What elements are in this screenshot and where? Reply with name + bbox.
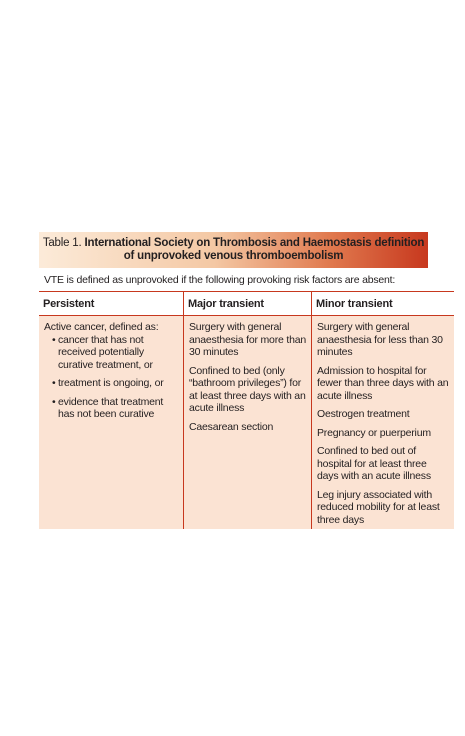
- vte-definition-table-block: Table 1. International Society on Thromb…: [39, 232, 454, 529]
- list-item: •treatment is ongoing, or: [52, 377, 179, 390]
- major-transient-item: Confined to bed (only “bathroom privileg…: [189, 364, 306, 415]
- minor-transient-item: Confined to bed out of hospital for at l…: [317, 445, 431, 482]
- major-transient-cell: Surgery with general anaesthesia for mor…: [183, 315, 312, 529]
- table-header-row: Persistent Major transient Minor transie…: [39, 291, 454, 316]
- header-persistent: Persistent: [39, 291, 184, 316]
- major-transient-item: Surgery with general anaesthesia for mor…: [189, 321, 306, 358]
- persistent-bullet-text: treatment is ongoing, or: [58, 377, 164, 389]
- table-caption: Table 1. International Society on Thromb…: [39, 232, 428, 268]
- risk-factor-table: Persistent Major transient Minor transie…: [39, 291, 454, 529]
- list-item: •cancer that has not received potentiall…: [52, 334, 179, 372]
- header-major-transient: Major transient: [183, 291, 312, 316]
- bullet-dot: •: [52, 333, 56, 346]
- minor-transient-item: Leg injury associated with reduced mobil…: [317, 488, 440, 526]
- minor-transient-cell: Surgery with general anaesthesia for les…: [311, 315, 454, 529]
- table-caption-title: International Society on Thrombosis and …: [84, 237, 425, 262]
- minor-transient-item: Pregnancy or puerperium: [317, 426, 431, 439]
- table-caption-label: Table 1.: [42, 237, 82, 249]
- list-item: •evidence that treatment has not been cu…: [52, 396, 179, 421]
- minor-transient-item: Oestrogen treatment: [317, 408, 410, 420]
- table-intro-text: VTE is defined as unprovoked if the foll…: [44, 274, 396, 286]
- table-row: Active cancer, defined as: •cancer that …: [39, 315, 454, 529]
- minor-transient-item: Admission to hospital for fewer than thr…: [317, 364, 449, 402]
- persistent-bullet-text: evidence that treatment has not been cur…: [58, 395, 164, 421]
- persistent-cell: Active cancer, defined as: •cancer that …: [39, 315, 184, 529]
- bullet-dot: •: [52, 377, 56, 389]
- header-minor-transient: Minor transient: [311, 291, 454, 316]
- persistent-lead-text: Active cancer, defined as:: [44, 321, 159, 333]
- minor-transient-item: Surgery with general anaesthesia for les…: [317, 321, 443, 358]
- persistent-bullet-text: cancer that has not received potentially…: [58, 333, 153, 371]
- persistent-bullet-list: •cancer that has not received potentiall…: [44, 334, 179, 421]
- major-transient-item: Caesarean section: [189, 420, 274, 433]
- bullet-dot: •: [52, 395, 56, 408]
